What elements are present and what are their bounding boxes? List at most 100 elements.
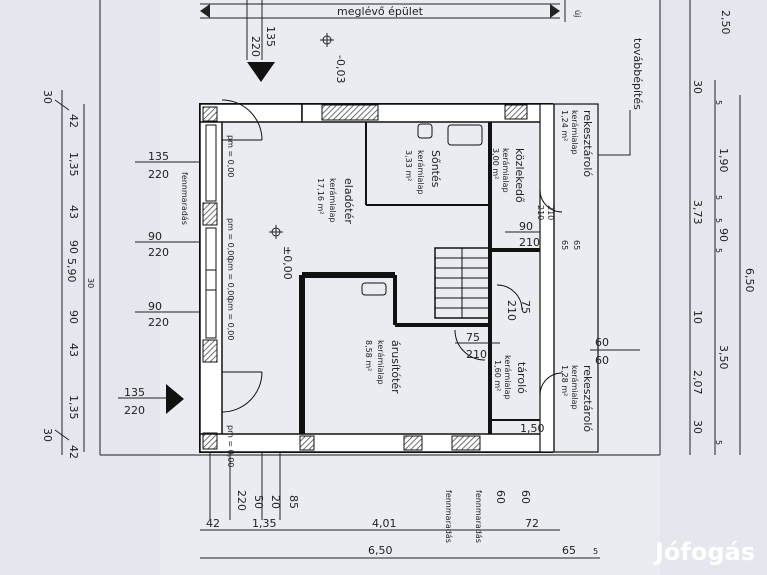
dim-bottom-row-4: 6,50 (368, 544, 393, 557)
opening-d3-top: 75 (466, 331, 480, 344)
toilet-icon (417, 123, 433, 139)
storage-bottom-area: 1,28 m² (560, 365, 569, 396)
dims-bottom-stack: 220 50 20 85 60 60 (209, 452, 532, 520)
salesroom-area: 17,16 m² (316, 178, 325, 214)
existing-building-abbrev: új (573, 10, 582, 17)
level-mark-top: -0,03 (320, 33, 347, 83)
top-opening-dims: 220 135 (246, 0, 277, 82)
dim-left-inner-1: 1,35 (67, 152, 80, 177)
storage-bottom-floor: kerámialap (570, 365, 579, 410)
dim-bottom-stack-5: 60 (519, 490, 532, 504)
pm-label-1: pm = 0,00 (226, 135, 235, 177)
dim-bottom-row-6: 5 (593, 547, 598, 556)
dims-left-outer: 30 5,90 30 (41, 90, 78, 455)
pm-label-4: pm = 0,00 (226, 298, 235, 340)
dim-bottom-row-5: 65 (562, 544, 576, 557)
dim-bottom-row-0: 42 (206, 517, 220, 530)
dim-right-6: 5 (714, 218, 723, 223)
salesroom-floor: kerámialap (328, 178, 337, 223)
dim-right-14: 6,50 (743, 268, 756, 293)
dims-left-inner: 42 1,35 43 90 30 90 43 1,35 42 (67, 104, 95, 459)
opening-w1-top: 135 (148, 150, 169, 163)
pm-label-5: pm = 0,00 (226, 425, 235, 467)
top-dim-135: 135 (264, 26, 277, 47)
level-center-label: ±0,00 (281, 246, 294, 280)
storage-mid-area: 1,60 m² (493, 360, 502, 391)
dim-right-7: 90 (717, 228, 730, 242)
dims-right: 2,50 30 5 1,90 5 3,73 5 90 5 10 3,50 2,0… (689, 0, 756, 455)
dim-bottom-row-1: 1,35 (252, 517, 277, 530)
opening-d3-bottom: 210 (466, 348, 487, 361)
corridor-floor: kerámialap (501, 148, 510, 193)
opening-w2-top: 90 (148, 230, 162, 243)
storage-top-area: 1,24 m² (560, 110, 569, 141)
existing-building-strip: meglévő épület új (200, 0, 582, 22)
dim-right-5: 3,73 (691, 200, 704, 225)
dim-right-13: 5 (714, 440, 723, 445)
window-opening-labels: 135 220 90 220 90 220 135 220 (118, 150, 200, 417)
opening-d7-top: 1,50 (520, 422, 545, 435)
room-salesroom: eladótér kerámialap 17,16 m² (316, 178, 355, 224)
dim-left-outer-2: 30 (41, 428, 54, 442)
opening-w4-top: 135 (124, 386, 145, 399)
opening-d4-bottom: 60 (595, 354, 609, 367)
goods-receiving-floor: kerámialap (376, 340, 385, 385)
level-mark-center: ±0,00 (269, 225, 294, 280)
dim-right-10: 3,50 (717, 345, 730, 370)
opening-d4-top: 60 (595, 336, 609, 349)
corridor-area: 3,00 m² (491, 148, 500, 179)
dim-left-inner-3: 90 (67, 240, 80, 254)
bathroom-area: 3,33 m² (404, 150, 413, 181)
opening-w1-bottom: 220 (148, 168, 169, 181)
goods-receiving-name: árusítótér (389, 340, 402, 394)
opening-d1-bottom: 210 (519, 236, 540, 249)
opening-w3-top: 90 (148, 300, 162, 313)
corridor-name: közlekedő (513, 148, 526, 203)
washbasin-icon (447, 124, 483, 146)
goods-receiving-area: 8,58 m² (364, 340, 373, 371)
bathroom-floor: kerámialap (416, 150, 425, 195)
dim-right-1: 30 (691, 80, 704, 94)
storage-top-floor: kerámialap (570, 110, 579, 155)
room-goods-receiving: árusítótér kerámialap 8,58 m² (364, 340, 402, 394)
dim-bottom-stack-1: 50 (252, 495, 265, 509)
paper-light (160, 0, 660, 575)
dim-left-outer-1: 5,90 (65, 258, 78, 283)
dim-left-outer-0: 30 (41, 90, 54, 104)
dims-bottom-rows: 42 1,35 4,01 72 6,50 65 5 (200, 517, 600, 559)
remaining-bottom1-label: fennmaradás (444, 490, 453, 543)
opening-d6-top: 210 (546, 205, 555, 220)
sink-icon (361, 282, 387, 296)
level-minus-label: -0,03 (334, 55, 347, 83)
doors (166, 99, 563, 414)
dim-bottom-row-3: 72 (525, 517, 539, 530)
dim-right-2: 5 (714, 100, 723, 105)
dim-bottom-stack-2: 20 (269, 495, 282, 509)
dim-left-inner-8: 42 (67, 445, 80, 459)
dim-left-inner-7: 1,35 (67, 395, 80, 420)
door-opening-labels: 90 210 75 210 75 210 60 60 65 65 210 210… (455, 205, 640, 435)
storage-top-name: rekesztároló (581, 110, 594, 177)
room-storage-top: rekesztároló kerámialap 1,24 m² (560, 110, 594, 177)
dim-left-inner-6: 43 (67, 343, 80, 357)
pm-labels: pm = 0,00 pm = 0,00 pm = 0,00 pm = 0,00 … (226, 135, 235, 467)
dim-right-0: 2,50 (719, 10, 732, 35)
remaining-bottom2-label: fennmaradás (474, 490, 483, 543)
room-bathroom: Sőntés kerámialap 3,33 m² (404, 150, 442, 195)
dim-left-inner-2: 43 (67, 205, 80, 219)
pm-label-2: pm = 0,00 (226, 218, 235, 260)
opening-w3-bottom: 220 (148, 316, 169, 329)
storage-mid-floor: kerámialap (503, 355, 512, 400)
dim-bottom-stack-4: 60 (494, 490, 507, 504)
salesroom-name: eladótér (342, 178, 355, 224)
opening-w2-bottom: 220 (148, 246, 169, 259)
opening-d5-top: 65 (572, 240, 581, 250)
dim-left-inner-5: 90 (67, 310, 80, 324)
opening-d1-top: 90 (519, 220, 533, 233)
remaining-left-label: fennmaradás (180, 172, 189, 225)
dim-right-11: 2,07 (691, 370, 704, 395)
opening-d2-top: 75 (519, 300, 532, 314)
dim-right-8: 5 (714, 248, 723, 253)
dim-right-9: 10 (691, 310, 704, 324)
room-corridor: közlekedő kerámialap 3,00 m² (491, 148, 526, 203)
